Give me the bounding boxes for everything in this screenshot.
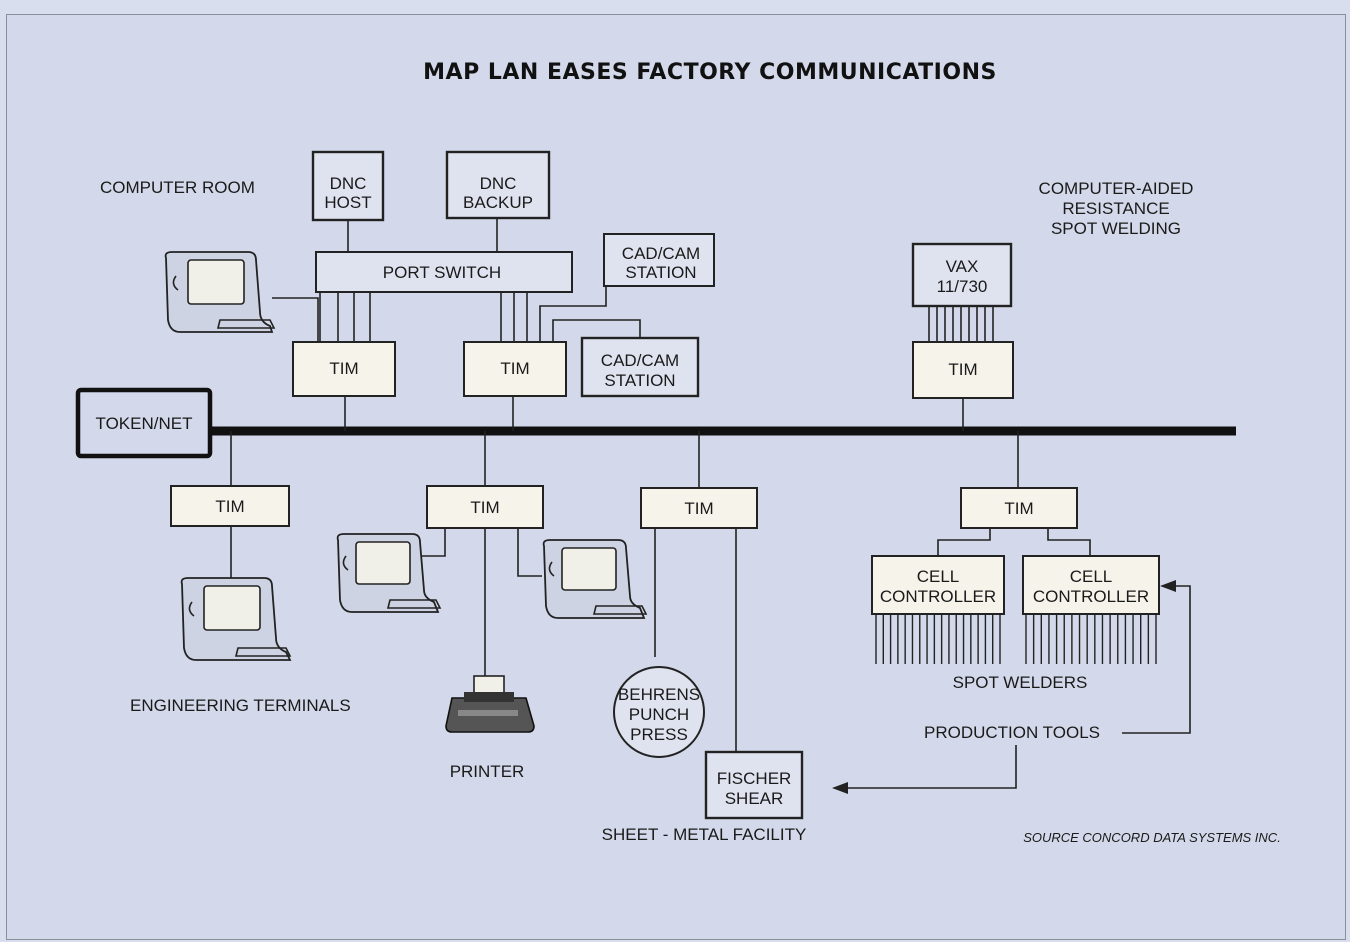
printer-area-terminal-right-icon[interactable] bbox=[542, 539, 648, 619]
spot-welders-cell2 bbox=[1025, 614, 1157, 664]
svg-text:STATION: STATION bbox=[625, 263, 696, 282]
tim-box-welding[interactable]: TIM bbox=[960, 487, 1078, 529]
svg-text:DNC: DNC bbox=[480, 174, 517, 193]
svg-text:TIM: TIM bbox=[329, 359, 358, 378]
svg-text:TIM: TIM bbox=[470, 498, 499, 517]
switch-tim2-bundle bbox=[500, 292, 528, 342]
svg-text:11/730: 11/730 bbox=[937, 277, 988, 296]
svg-text:DNC: DNC bbox=[330, 174, 367, 193]
link-tim7-cell2 bbox=[1047, 528, 1091, 556]
production-tools-label: PRODUCTION TOOLS bbox=[924, 723, 1100, 742]
tim-box-computer-room-1[interactable]: TIM bbox=[292, 341, 396, 397]
source-credit: SOURCE CONCORD DATA SYSTEMS INC. bbox=[1023, 830, 1281, 845]
cell-controller-1-box[interactable]: CELL CONTROLLER bbox=[871, 555, 1005, 615]
printer-area-terminal-left-icon[interactable] bbox=[336, 533, 442, 613]
welding-label-line2: RESISTANCE bbox=[1062, 199, 1169, 218]
arrowhead-fischer bbox=[832, 782, 848, 794]
svg-text:FISCHER: FISCHER bbox=[717, 769, 792, 788]
vax-tim-bundle bbox=[928, 306, 994, 342]
computer-room-terminal-icon[interactable] bbox=[164, 251, 276, 333]
svg-text:TIM: TIM bbox=[948, 360, 977, 379]
svg-text:CAD/CAM: CAD/CAM bbox=[601, 351, 679, 370]
arrowhead-cell2 bbox=[1160, 580, 1176, 592]
welding-label-line1: COMPUTER-AIDED bbox=[1039, 179, 1194, 198]
sheet-metal-facility-label: SHEET - METAL FACILITY bbox=[602, 825, 807, 844]
svg-text:STATION: STATION bbox=[604, 371, 675, 390]
diagram-panel bbox=[6, 14, 1346, 940]
engineering-terminals-label: ENGINEERING TERMINALS bbox=[130, 696, 351, 715]
svg-text:CONTROLLER: CONTROLLER bbox=[880, 587, 996, 606]
tim-box-sheet-metal[interactable]: TIM bbox=[640, 487, 758, 529]
svg-text:CONTROLLER: CONTROLLER bbox=[1033, 587, 1149, 606]
dnc-backup-box[interactable]: DNC BACKUP bbox=[445, 150, 551, 220]
svg-text:TOKEN/NET: TOKEN/NET bbox=[96, 414, 193, 433]
fischer-shear-box[interactable]: FISCHER SHEAR bbox=[704, 750, 804, 820]
behrens-punch-press[interactable]: BEHRENS PUNCH PRESS bbox=[613, 666, 705, 758]
spot-welders-cell1 bbox=[875, 614, 1001, 664]
welding-label-line3: SPOT WELDING bbox=[1051, 219, 1181, 238]
svg-text:TIM: TIM bbox=[684, 499, 713, 518]
tim-box-computer-room-2[interactable]: TIM bbox=[463, 341, 567, 397]
svg-text:SHEAR: SHEAR bbox=[725, 789, 784, 808]
cell-controller-2-box[interactable]: CELL CONTROLLER bbox=[1022, 555, 1160, 615]
svg-text:CAD/CAM: CAD/CAM bbox=[622, 244, 700, 263]
engineering-terminal-icon[interactable] bbox=[180, 577, 292, 661]
link-cadcam2-tim2 bbox=[552, 319, 641, 342]
tim-box-printer[interactable]: TIM bbox=[426, 485, 544, 529]
svg-text:TIM: TIM bbox=[500, 359, 529, 378]
diagram-title: MAP LAN EASES FACTORY COMMUNICATIONS bbox=[423, 60, 997, 85]
switch-tim1-bundle bbox=[319, 292, 371, 342]
svg-text:HOST: HOST bbox=[324, 193, 371, 212]
svg-text:PRESS: PRESS bbox=[630, 725, 688, 744]
dnc-host-box[interactable]: DNC HOST bbox=[311, 150, 385, 222]
printer-icon[interactable] bbox=[445, 675, 535, 733]
svg-text:BACKUP: BACKUP bbox=[463, 193, 533, 212]
svg-text:VAX: VAX bbox=[946, 257, 979, 276]
link-cadcam1-tim2 bbox=[539, 278, 607, 342]
svg-text:CELL: CELL bbox=[1070, 567, 1113, 586]
arrow-tools-cell2 bbox=[1122, 585, 1191, 734]
printer-label: PRINTER bbox=[450, 762, 525, 781]
svg-text:TIM: TIM bbox=[1004, 499, 1033, 518]
link-tim7-cell1 bbox=[937, 528, 991, 556]
link-tim5-terminal-right bbox=[517, 528, 542, 577]
svg-text:PUNCH: PUNCH bbox=[629, 705, 689, 724]
svg-text:CELL: CELL bbox=[917, 567, 960, 586]
svg-text:TIM: TIM bbox=[215, 497, 244, 516]
vax-box[interactable]: VAX 11/730 bbox=[911, 242, 1013, 308]
svg-text:BEHRENS: BEHRENS bbox=[618, 685, 700, 704]
spot-welders-label: SPOT WELDERS bbox=[953, 673, 1088, 692]
link-terminal-tim1 bbox=[272, 297, 319, 342]
tim-box-vax[interactable]: TIM bbox=[912, 341, 1014, 399]
token-net-box[interactable]: TOKEN/NET bbox=[75, 387, 213, 459]
tim-box-engineering[interactable]: TIM bbox=[170, 485, 290, 527]
svg-text:PORT SWITCH: PORT SWITCH bbox=[383, 263, 501, 282]
computer-room-label: COMPUTER ROOM bbox=[100, 178, 255, 197]
cadcam-station-1-box[interactable]: CAD/CAM STATION bbox=[603, 233, 715, 287]
arrow-tools-fischer bbox=[840, 745, 1017, 789]
cadcam-station-2-box[interactable]: CAD/CAM STATION bbox=[580, 336, 700, 398]
port-switch-box[interactable]: PORT SWITCH bbox=[315, 251, 573, 293]
